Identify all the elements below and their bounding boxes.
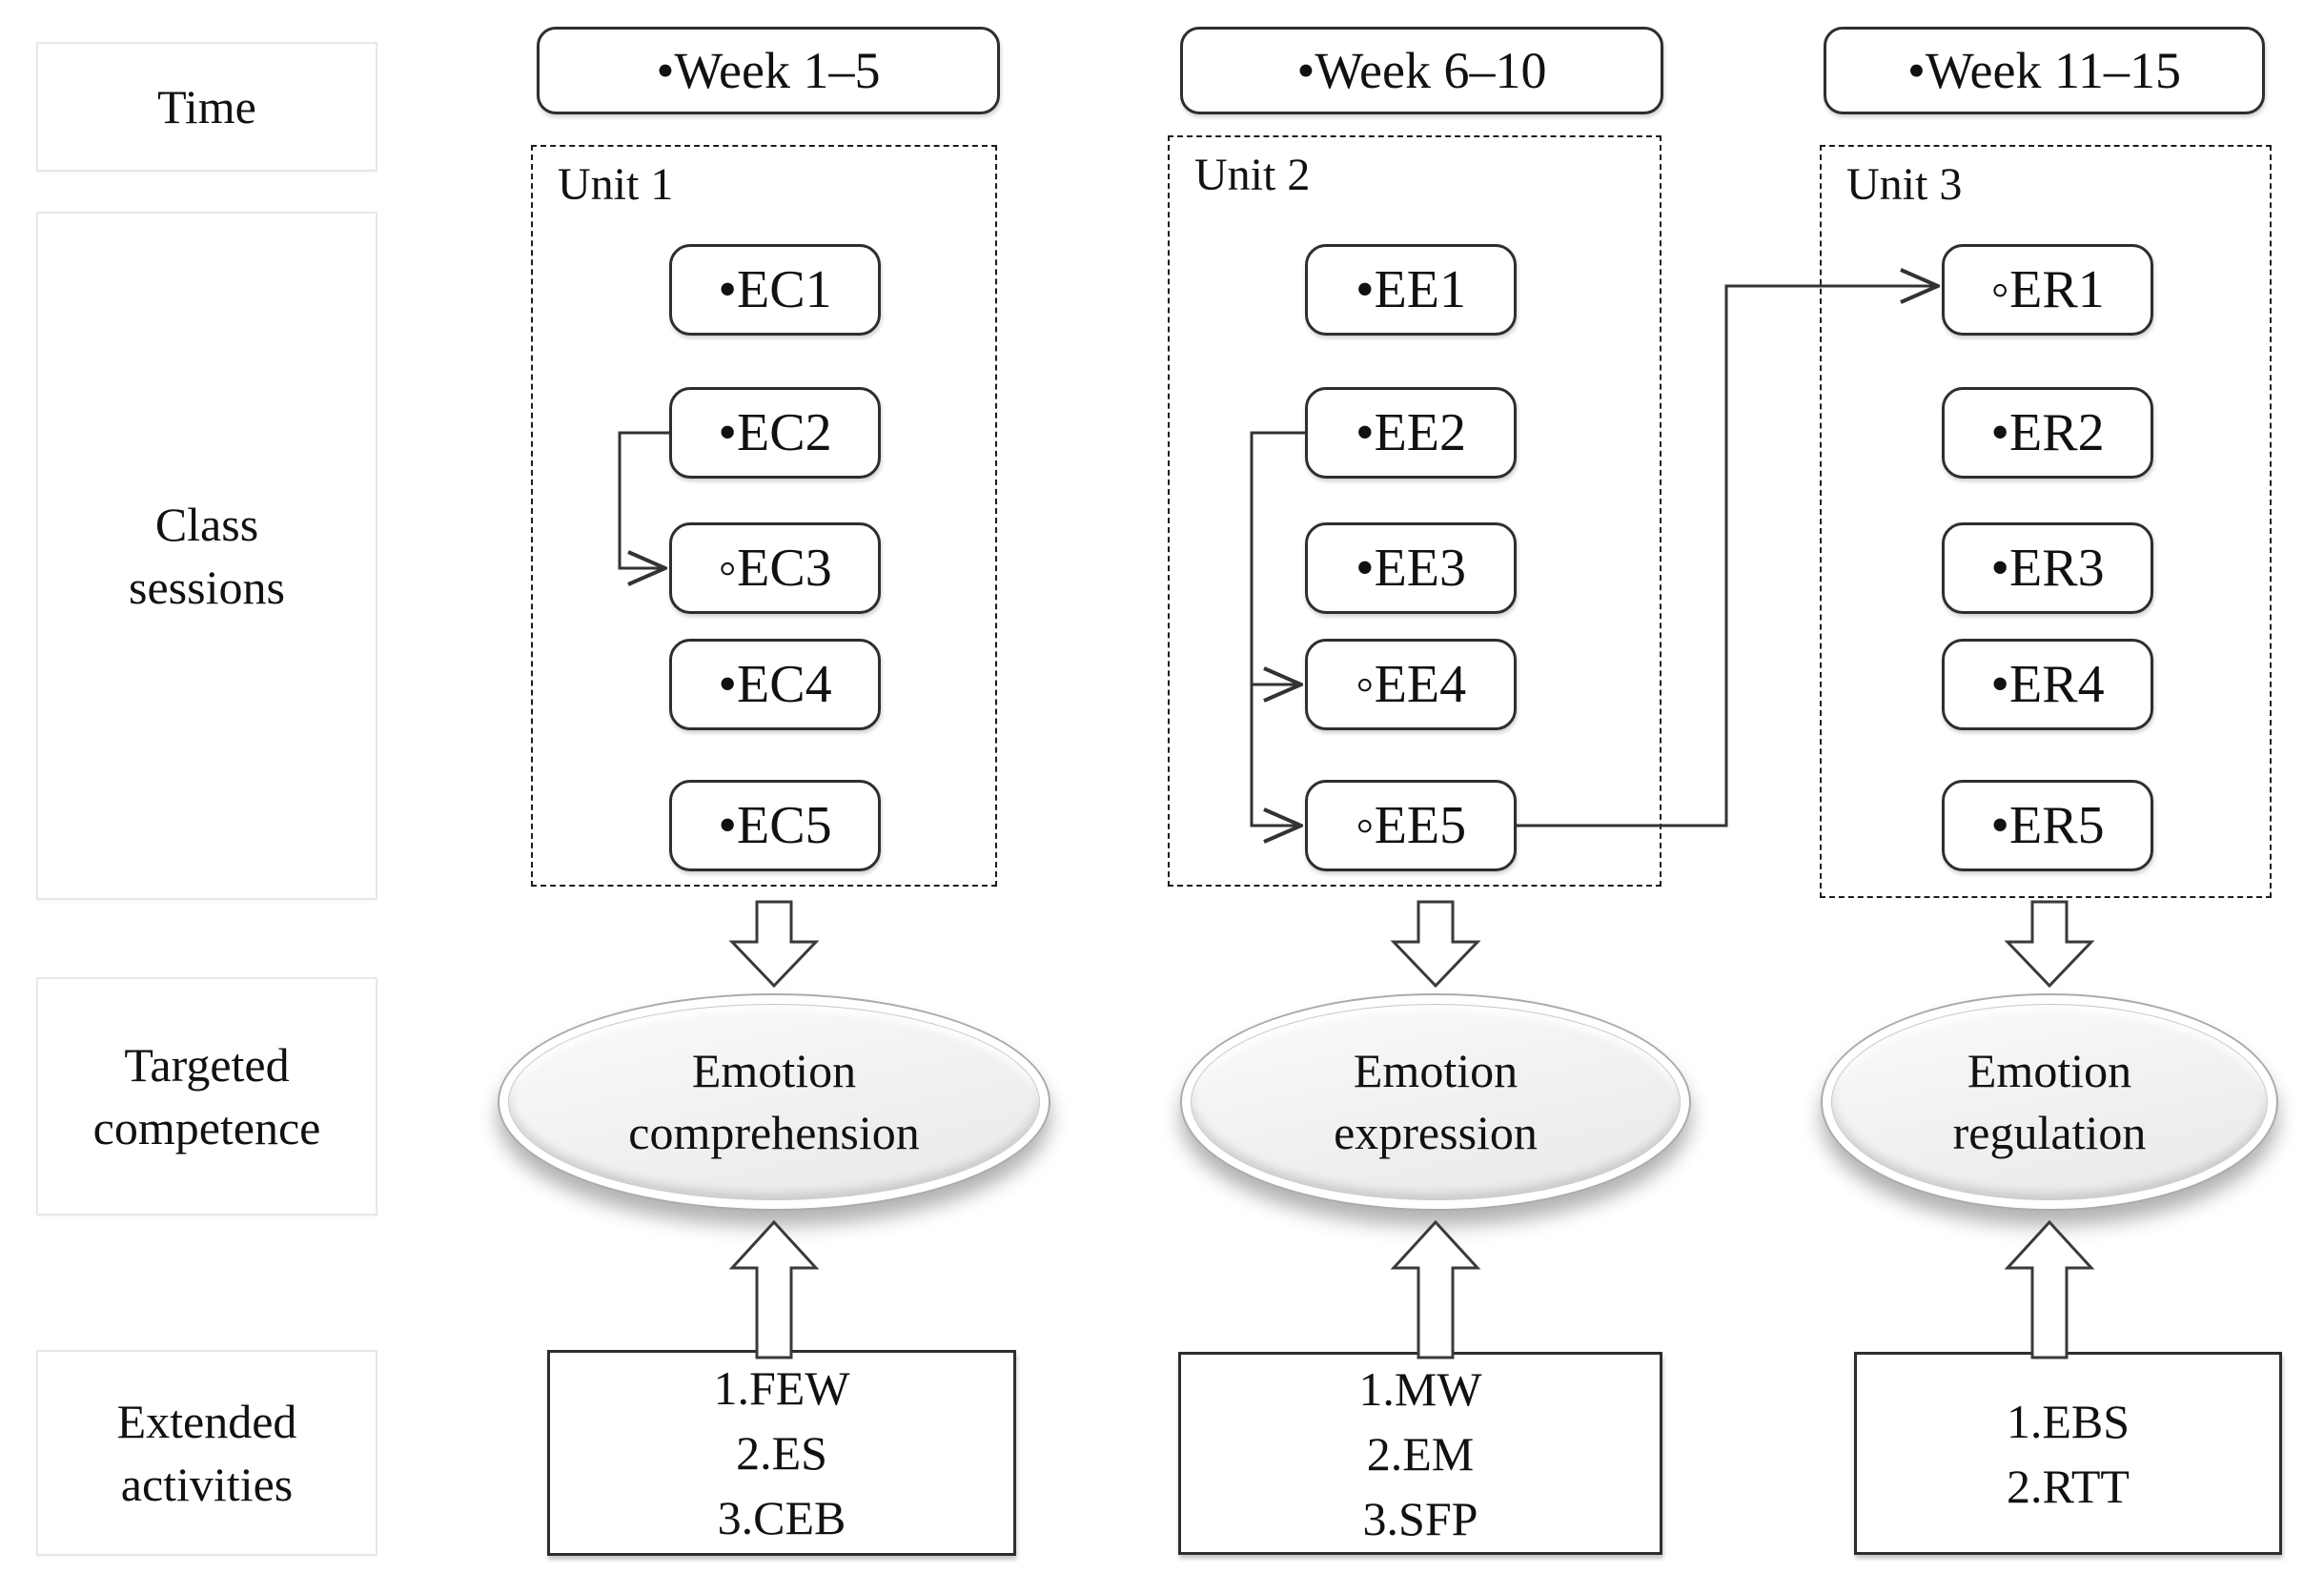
block-arrow-down-icon-unit2 bbox=[1390, 900, 1481, 989]
week-box-2: •Week 6–10 bbox=[1180, 27, 1663, 114]
session-label: •ER4 bbox=[1990, 655, 2105, 714]
session-box-ec1: •EC1 bbox=[669, 244, 881, 336]
row-label-line: competence bbox=[92, 1101, 321, 1154]
row-label-time: Time bbox=[36, 42, 377, 172]
session-label: •EE1 bbox=[1355, 260, 1467, 319]
session-box-er5: •ER5 bbox=[1942, 780, 2153, 871]
session-box-ec4: •EC4 bbox=[669, 639, 881, 730]
row-label-time-text: Time bbox=[157, 80, 256, 133]
competence-ellipse-core: Emotion comprehension bbox=[508, 1004, 1040, 1200]
row-label-line: Extended bbox=[116, 1395, 297, 1448]
activity-line: 2.EM bbox=[1366, 1426, 1475, 1481]
unit-box-1: Unit 1 bbox=[531, 145, 997, 887]
block-arrow-down-icon-unit3 bbox=[2004, 900, 2095, 989]
session-box-ee2: •EE2 bbox=[1305, 387, 1517, 479]
week-box-3: •Week 11–15 bbox=[1824, 27, 2265, 114]
unit-title-2: Unit 2 bbox=[1194, 150, 1311, 200]
session-label: •ER2 bbox=[1990, 403, 2105, 462]
session-box-ee1: •EE1 bbox=[1305, 244, 1517, 336]
unit-title-1: Unit 1 bbox=[558, 159, 674, 210]
session-label: •EE3 bbox=[1355, 539, 1467, 598]
session-box-er3: •ER3 bbox=[1942, 522, 2153, 614]
session-box-er4: •ER4 bbox=[1942, 639, 2153, 730]
week-box-1: •Week 1–5 bbox=[537, 27, 1000, 114]
block-arrow-up-icon-activities3 bbox=[2004, 1219, 2095, 1359]
row-label-extended-activities: Extended activities bbox=[36, 1350, 377, 1556]
competence-line: regulation bbox=[1952, 1106, 2147, 1159]
competence-ellipse-expression: Emotion expression bbox=[1180, 993, 1691, 1211]
session-label: ◦EE5 bbox=[1355, 796, 1467, 855]
session-label: ◦ER1 bbox=[1990, 260, 2105, 319]
row-label-line: sessions bbox=[129, 561, 285, 614]
session-box-ec2: •EC2 bbox=[669, 387, 881, 479]
row-label-line: Class bbox=[154, 498, 259, 551]
session-box-ee4: ◦EE4 bbox=[1305, 639, 1517, 730]
session-label: •EC1 bbox=[718, 260, 832, 319]
block-arrow-up-icon-activities2 bbox=[1390, 1219, 1481, 1359]
competence-ellipse-regulation: Emotion regulation bbox=[1821, 993, 2278, 1211]
week-label: •Week 6–10 bbox=[1296, 42, 1547, 99]
session-label: •EC2 bbox=[718, 403, 832, 462]
activity-line: 3.SFP bbox=[1362, 1491, 1478, 1545]
competence-line: expression bbox=[1334, 1106, 1538, 1159]
session-label: ◦EC3 bbox=[718, 539, 832, 598]
week-label: •Week 11–15 bbox=[1907, 42, 2181, 99]
session-box-ec5: •EC5 bbox=[669, 780, 881, 871]
block-arrow-down-icon-unit1 bbox=[728, 900, 820, 989]
session-box-ec3: ◦EC3 bbox=[669, 522, 881, 614]
competence-ellipse-core: Emotion regulation bbox=[1831, 1004, 2268, 1200]
session-label: •EE2 bbox=[1355, 403, 1467, 462]
activities-box-2: 1.MW 2.EM 3.SFP bbox=[1178, 1352, 1662, 1555]
competence-line: comprehension bbox=[628, 1106, 920, 1159]
activities-box-1: 1.FEW 2.ES 3.CEB bbox=[547, 1350, 1016, 1556]
activities-box-3: 1.EBS 2.RTT bbox=[1854, 1352, 2282, 1555]
block-arrow-up-icon-activities1 bbox=[728, 1219, 820, 1359]
week-label: •Week 1–5 bbox=[656, 42, 881, 99]
session-label: •EC5 bbox=[718, 796, 832, 855]
session-box-ee3: •EE3 bbox=[1305, 522, 1517, 614]
session-label: •ER3 bbox=[1990, 539, 2105, 598]
session-label: •EC4 bbox=[718, 655, 832, 714]
row-label-class-sessions: Class sessions bbox=[36, 212, 377, 900]
row-label-targeted-competence: Targeted competence bbox=[36, 977, 377, 1216]
session-label: •ER5 bbox=[1990, 796, 2105, 855]
activity-line: 2.ES bbox=[736, 1426, 827, 1480]
activity-line: 2.RTT bbox=[2007, 1459, 2130, 1513]
activity-line: 1.EBS bbox=[2006, 1394, 2130, 1448]
session-box-ee5: ◦EE5 bbox=[1305, 780, 1517, 871]
row-label-line: activities bbox=[120, 1458, 294, 1511]
session-box-er1: ◦ER1 bbox=[1942, 244, 2153, 336]
activity-line: 1.FEW bbox=[713, 1361, 850, 1415]
competence-line: Emotion bbox=[1967, 1044, 2132, 1097]
row-label-line: Targeted bbox=[124, 1038, 290, 1092]
unit-title-3: Unit 3 bbox=[1846, 159, 1963, 210]
activity-line: 1.MW bbox=[1358, 1361, 1482, 1416]
activity-line: 3.CEB bbox=[717, 1491, 846, 1544]
competence-ellipse-comprehension: Emotion comprehension bbox=[498, 993, 1050, 1211]
competence-line: Emotion bbox=[691, 1044, 857, 1097]
session-label: ◦EE4 bbox=[1355, 655, 1467, 714]
competence-line: Emotion bbox=[1353, 1044, 1519, 1097]
competence-ellipse-core: Emotion expression bbox=[1191, 1004, 1681, 1200]
session-box-er2: •ER2 bbox=[1942, 387, 2153, 479]
